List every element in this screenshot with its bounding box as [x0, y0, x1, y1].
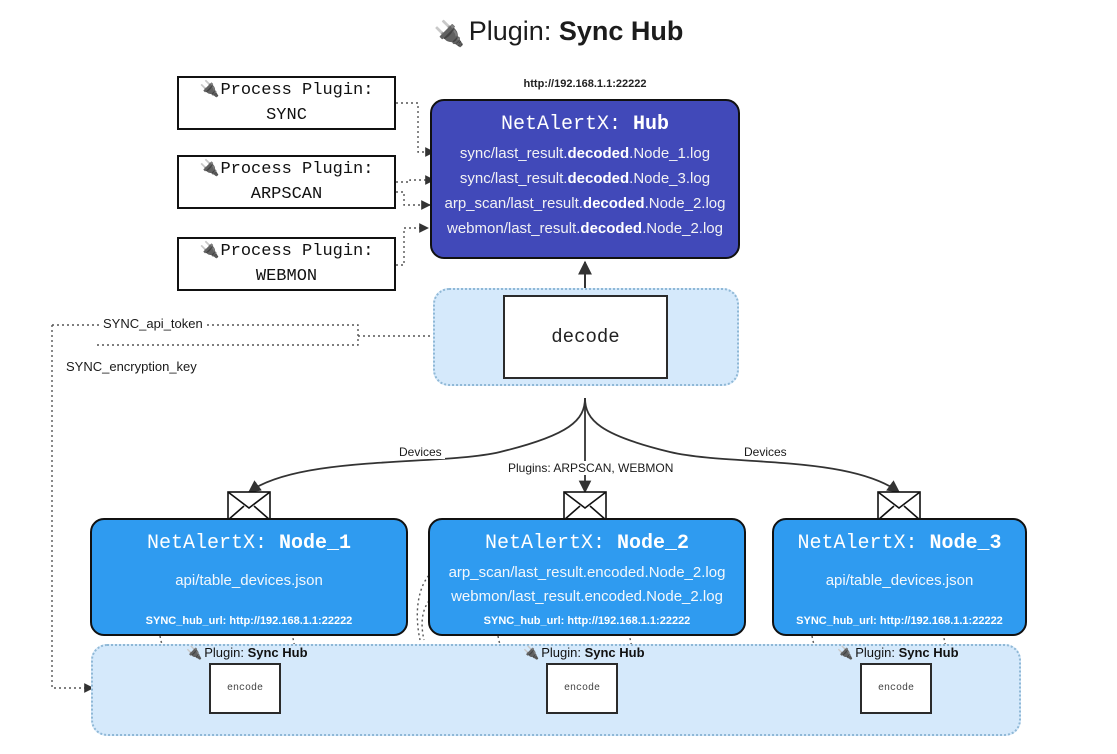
node-line: api/table_devices.json	[175, 572, 323, 589]
hub-log-line: arp_scan/last_result.decoded.Node_2.log	[445, 192, 726, 217]
edge-label-plugins-center: Plugins: ARPSCAN, WEBMON	[505, 461, 677, 475]
log-prefix: arp_scan/last_result.	[444, 194, 583, 212]
log-suffix: .Node_3.log	[629, 169, 711, 187]
node-line: api/table_devices.json	[825, 572, 974, 589]
encode-box-node-2[interactable]: encode	[546, 663, 618, 714]
process-plugin-box-arpscan[interactable]: 🔌Process Plugin: ARPSCAN	[177, 155, 396, 209]
node-box-node-3[interactable]: NetAlertX: Node_3 api/table_devices.json…	[772, 518, 1027, 636]
encode-zone-name: Sync Hub	[898, 645, 959, 660]
token-label-encryption: SYNC_encryption_key	[64, 359, 199, 374]
node-box-node-1[interactable]: NetAlertX: Node_1 api/table_devices.json…	[90, 518, 408, 636]
process-plugin-box-webmon[interactable]: 🔌Process Plugin: WEBMON	[177, 237, 396, 291]
process-plugin-label: Process Plugin:	[220, 159, 374, 179]
decode-box[interactable]: decode	[503, 295, 668, 379]
node-title-name: Node_2	[617, 532, 690, 555]
page-title-prefix: Plugin:	[468, 16, 552, 46]
encode-zone-name: Sync Hub	[247, 645, 308, 660]
node-title-prefix: NetAlertX:	[146, 532, 267, 555]
encode-zone-prefix: Plugin:	[541, 645, 581, 660]
encode-box-node-3[interactable]: encode	[860, 663, 932, 714]
hub-title-prefix: NetAlertX:	[500, 113, 621, 136]
encode-zone-label-1: 🔌Plugin: Sync Hub	[186, 645, 308, 661]
node-lines: api/table_devices.json	[175, 569, 323, 593]
node-title-name: Node_3	[929, 532, 1002, 555]
node-footer: SYNC_hub_url: http://192.168.1.1:22222	[483, 615, 691, 627]
node-line: arp_scan/last_result.encoded.Node_2.log	[448, 564, 726, 581]
node-box-node-2[interactable]: NetAlertX: Node_2 arp_scan/last_result.e…	[428, 518, 746, 636]
edge-label-devices-right: Devices	[741, 445, 790, 459]
plug-icon: 🔌	[199, 80, 220, 98]
node-footer: SYNC_hub_url: http://192.168.1.1:22222	[796, 615, 1003, 627]
hub-title-name: Hub	[633, 113, 670, 136]
log-emphasis: decoded	[582, 194, 645, 212]
process-plugin-label: Process Plugin:	[220, 80, 374, 100]
log-emphasis: decoded	[567, 169, 630, 187]
log-prefix: sync/last_result.	[459, 145, 568, 162]
encode-zone-prefix: Plugin:	[204, 645, 244, 660]
node-footer: SYNC_hub_url: http://192.168.1.1:22222	[145, 615, 353, 627]
plug-icon: 🔌	[433, 20, 465, 48]
encode-zone-name: Sync Hub	[584, 645, 645, 660]
plug-icon: 🔌	[837, 645, 854, 660]
hub-log-line: sync/last_result.decoded.Node_1.log	[460, 142, 710, 167]
plug-icon: 🔌	[199, 159, 220, 177]
log-suffix: .Node_2.log	[642, 219, 723, 237]
node-lines: api/table_devices.json	[826, 569, 974, 593]
process-plugin-name: SYNC	[266, 105, 307, 125]
plug-icon: 🔌	[186, 645, 203, 660]
log-prefix: webmon/last_result.	[447, 219, 581, 237]
node-title-prefix: NetAlertX:	[484, 532, 605, 555]
encode-box-node-1[interactable]: encode	[209, 663, 281, 714]
encode-zone-prefix: Plugin:	[855, 645, 895, 660]
node-title: NetAlertX: Node_3	[797, 532, 1001, 555]
hub-log-line: webmon/last_result.decoded.Node_2.log	[447, 217, 723, 242]
plug-icon: 🔌	[199, 241, 220, 259]
page-title: 🔌Plugin: Sync Hub	[0, 16, 1117, 49]
process-plugin-name: WEBMON	[255, 266, 318, 286]
node-title: NetAlertX: Node_1	[147, 532, 351, 555]
log-emphasis: decoded	[567, 145, 630, 162]
log-suffix: .Node_1.log	[629, 145, 711, 162]
node-title: NetAlertX: Node_2	[485, 532, 689, 555]
hub-url-label: http://192.168.1.1:22222	[523, 78, 647, 90]
node-lines: arp_scan/last_result.encoded.Node_2.log …	[449, 561, 726, 609]
edge-label-devices-left: Devices	[396, 445, 445, 459]
node-title-prefix: NetAlertX:	[797, 532, 918, 555]
log-emphasis: decoded	[580, 219, 643, 237]
hub-title: NetAlertX: Hub	[501, 113, 669, 136]
node-title-name: Node_1	[279, 532, 352, 555]
process-plugin-name: ARPSCAN	[250, 184, 323, 204]
node-line: webmon/last_result.encoded.Node_2.log	[451, 588, 723, 605]
plug-icon: 🔌	[523, 645, 540, 660]
hub-log-line: sync/last_result.decoded.Node_3.log	[460, 167, 710, 192]
hub-box[interactable]: NetAlertX: Hub sync/last_result.decoded.…	[430, 99, 740, 259]
encode-zone-label-2: 🔌Plugin: Sync Hub	[523, 645, 645, 661]
process-plugin-box-sync[interactable]: 🔌Process Plugin: SYNC	[177, 76, 396, 130]
page-title-name: Sync Hub	[558, 16, 684, 46]
encode-zone-label-3: 🔌Plugin: Sync Hub	[837, 645, 959, 661]
log-prefix: sync/last_result.	[459, 169, 568, 187]
token-label-api: SYNC_api_token	[101, 316, 205, 331]
log-suffix: .Node_2.log	[644, 194, 726, 212]
process-plugin-label: Process Plugin:	[220, 241, 374, 261]
